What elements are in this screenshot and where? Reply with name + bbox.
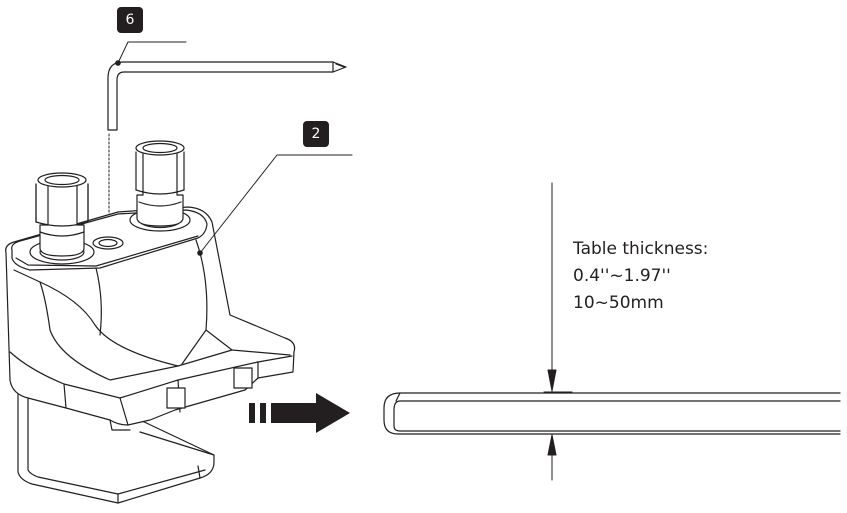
table-thickness-spec: Table thickness: 0.4''~1.97'' 10~50mm [573,236,708,317]
spec-inches: 0.4''~1.97'' [573,266,671,286]
callout-badge-clamp: 2 [303,121,329,147]
clamp-bracket [17,382,215,504]
clamp-post-right [135,140,185,227]
spec-title: Table thickness: [573,239,709,259]
clamp-post-left [35,172,89,257]
clamp-leader-line [197,154,353,256]
hex-key-leader-line [115,41,187,66]
thickness-dimension [543,182,577,481]
table-top [383,392,841,435]
right-arrow-icon [249,393,350,433]
spec-millimeters: 10~50mm [573,293,664,313]
hex-key-icon [107,61,347,131]
callout-badge-hex-key: 6 [117,7,143,33]
